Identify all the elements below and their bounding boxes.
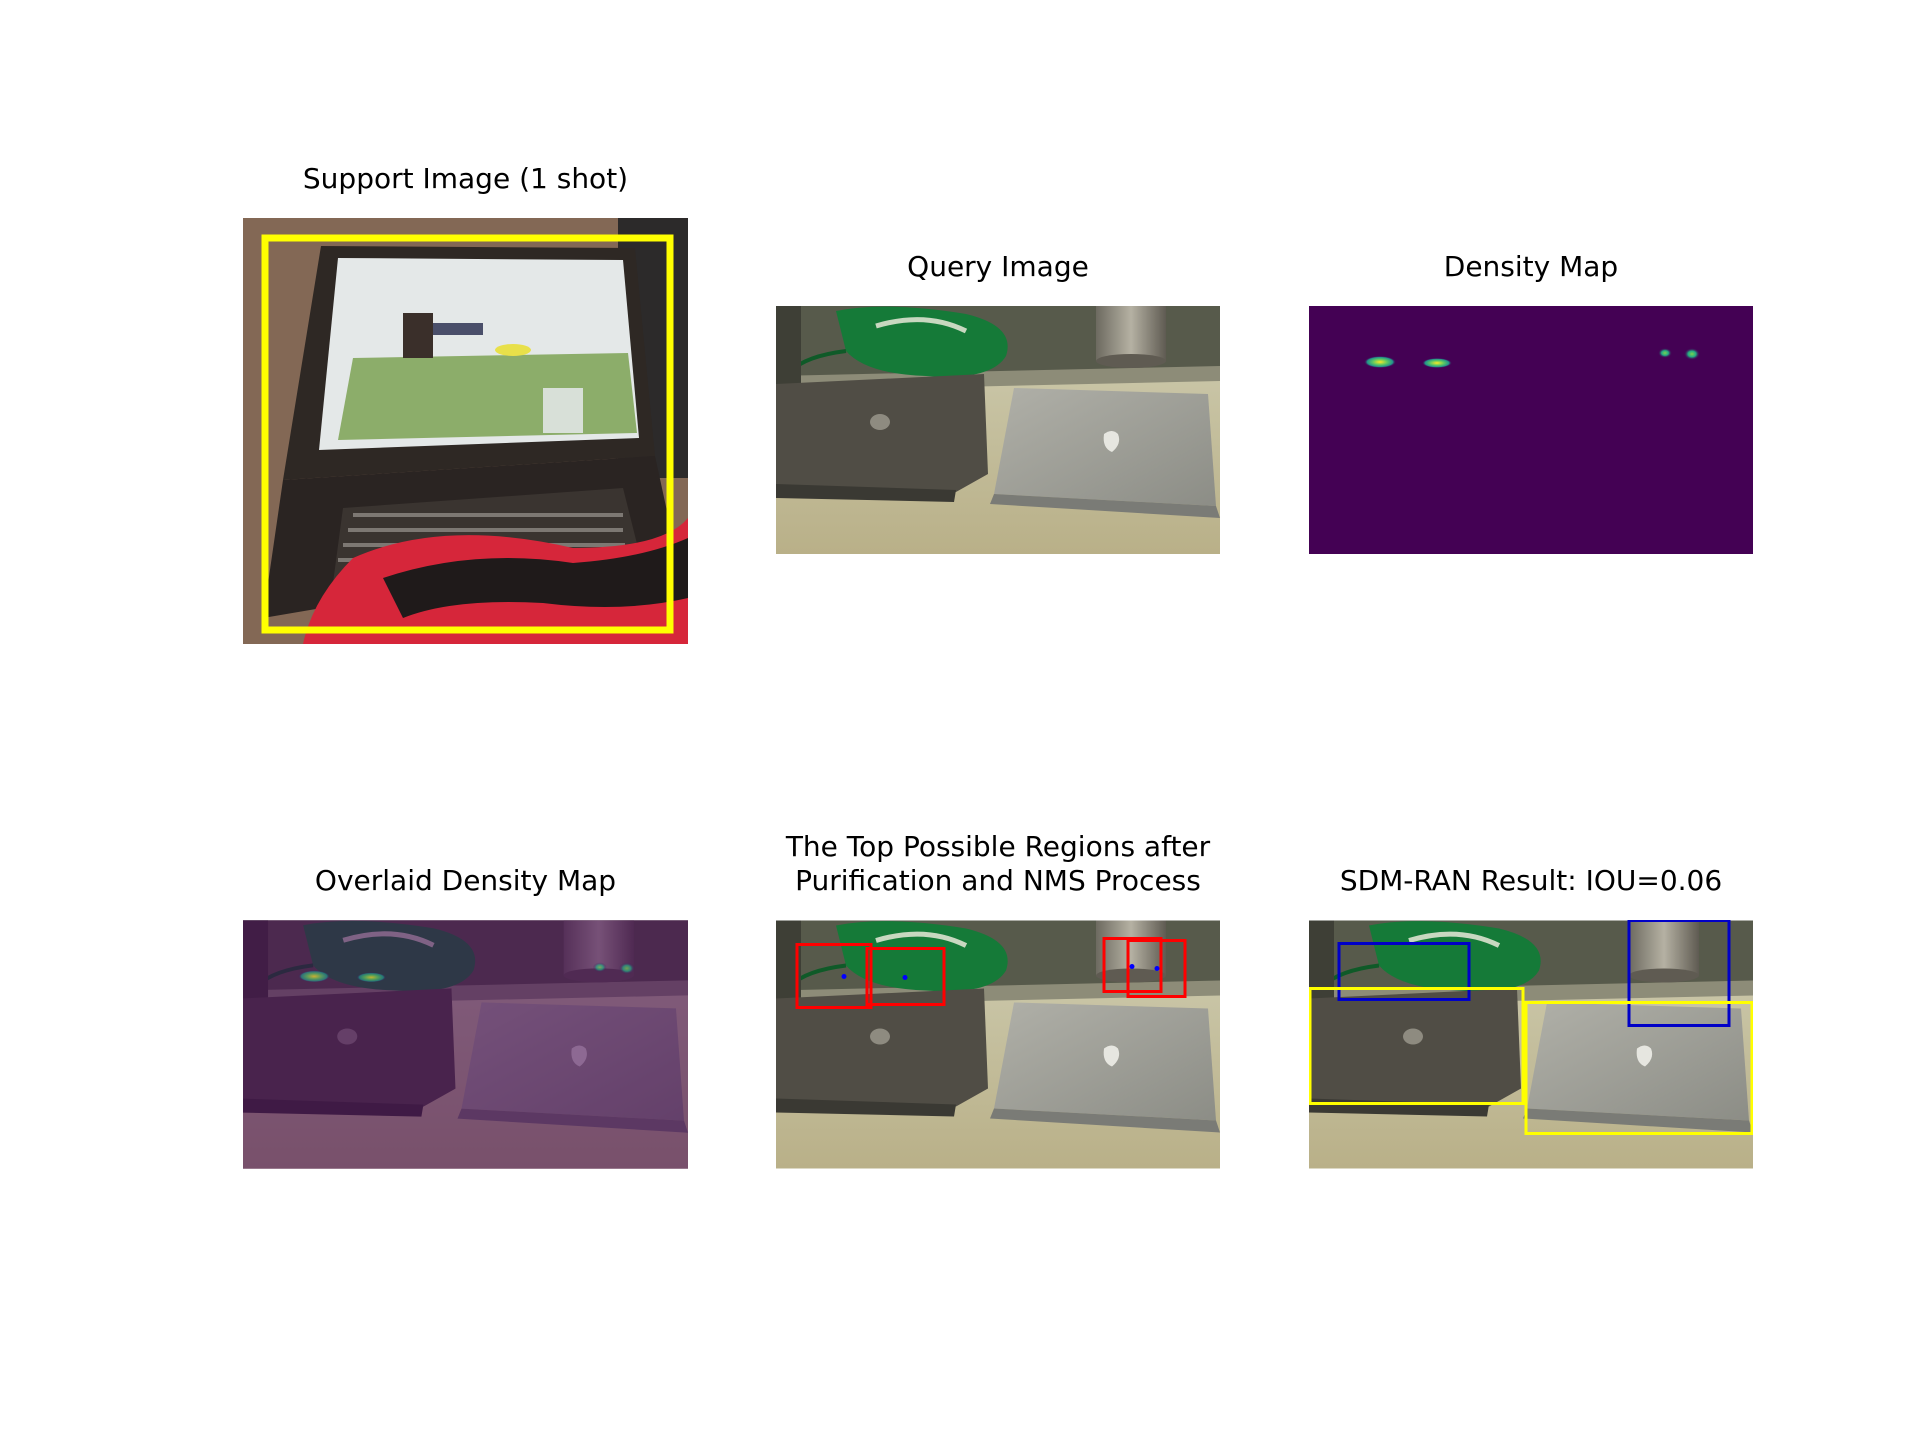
support-image: [243, 218, 688, 644]
density-peak: [1364, 356, 1396, 368]
top-regions-panel: The Top Possible Regions after Purificat…: [776, 830, 1220, 1169]
predicted-box: [1337, 942, 1471, 1001]
region-center: [1129, 964, 1135, 969]
region-box: [795, 943, 873, 1009]
result-title: SDM-RAN Result: IOU=0.06: [1339, 864, 1723, 897]
result-panel: SDM-RAN Result: IOU=0.06: [1309, 864, 1753, 1169]
ground-truth-box: [1309, 987, 1525, 1105]
predicted-box: [1627, 920, 1731, 1027]
region-box: [1126, 939, 1187, 998]
overlaid-density-title: Overlaid Density Map: [314, 864, 617, 897]
region-center: [1154, 966, 1160, 971]
region-box: [865, 947, 946, 1006]
density-map: [1309, 306, 1753, 554]
overlaid-density-image: [243, 920, 688, 1169]
region-center: [902, 975, 908, 980]
result-image: [1309, 920, 1753, 1169]
top-regions-title: The Top Possible Regions after Purificat…: [785, 830, 1211, 897]
overlaid-density-panel: Overlaid Density Map: [243, 864, 688, 1169]
support-image-title: Support Image (1 shot): [302, 162, 629, 195]
support-image-panel: Support Image (1 shot): [243, 162, 688, 644]
density-map-panel: Density Map: [1309, 250, 1753, 554]
density-peak: [1658, 348, 1672, 358]
query-image-title: Query Image: [907, 250, 1089, 283]
density-peak: [1422, 358, 1452, 368]
region-box: [1102, 937, 1163, 993]
region-center: [841, 974, 847, 979]
top-regions-image: [776, 920, 1220, 1169]
support-annotation-box: [261, 234, 674, 634]
density-map-title: Density Map: [1443, 250, 1619, 283]
density-peak: [1684, 348, 1700, 360]
query-image: [776, 306, 1220, 554]
query-image-panel: Query Image: [776, 250, 1220, 554]
ground-truth-box: [1524, 1001, 1753, 1135]
